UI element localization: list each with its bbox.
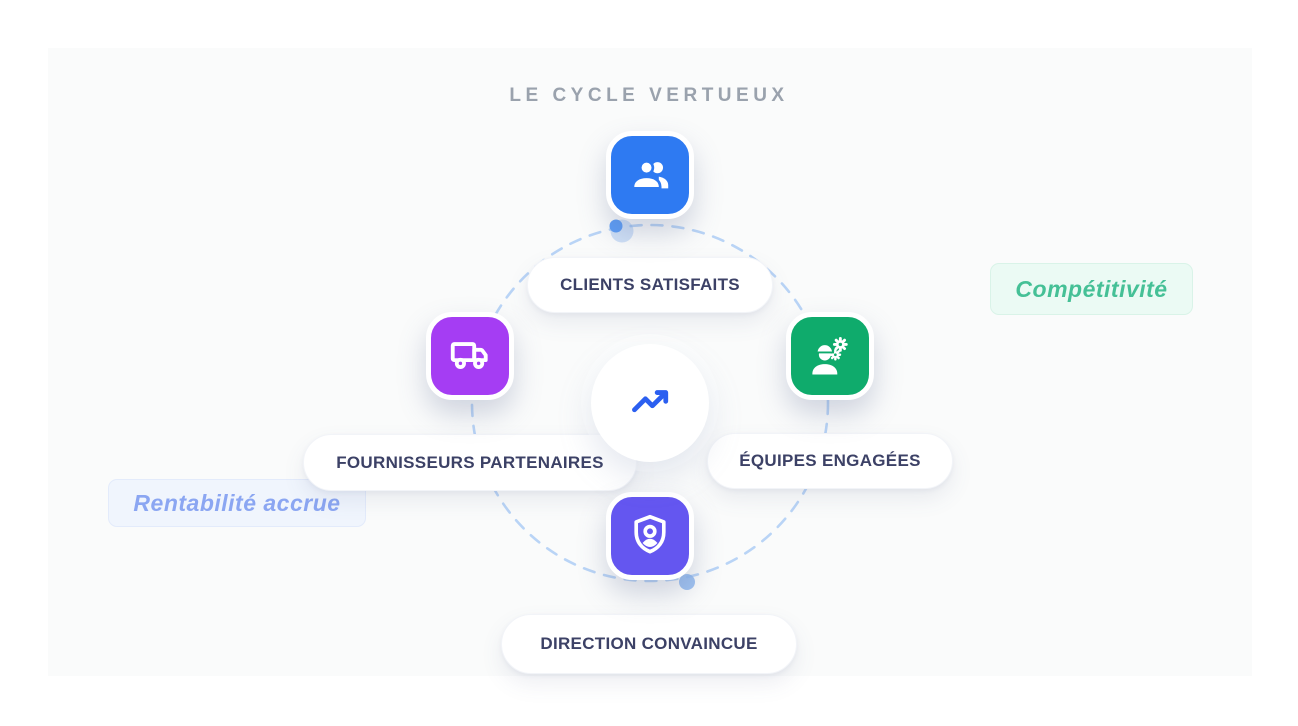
pill-direction-label: DIRECTION CONVAINCUE: [540, 634, 758, 653]
badge-competitivite-label: Compétitivité: [1015, 275, 1168, 302]
tile-equipes: [786, 312, 874, 400]
pill-equipes-label: ÉQUIPES ENGAGÉES: [739, 451, 921, 470]
pill-direction-convaincue: DIRECTION CONVAINCUE: [501, 614, 797, 674]
shield-user-icon: [627, 511, 673, 562]
diagram-title: LE CYCLE VERTUEUX: [509, 85, 789, 106]
tile-fournisseurs: [426, 312, 514, 400]
badge-rentabilite-label: Rentabilité accrue: [133, 489, 341, 516]
pill-fournisseurs-partenaires: FOURNISSEURS PARTENAIRES: [303, 434, 637, 491]
users-icon: [627, 150, 673, 201]
pill-clients-satisfaits: CLIENTS SATISFAITS: [527, 257, 773, 313]
pill-clients-label: CLIENTS SATISFAITS: [560, 275, 740, 294]
truck-icon: [447, 331, 493, 382]
badge-rentabilite: Rentabilité accrue: [108, 479, 366, 527]
pill-fournisseurs-label: FOURNISSEURS PARTENAIRES: [336, 452, 604, 472]
tile-direction: [606, 492, 694, 580]
pill-equipes-engagees: ÉQUIPES ENGAGÉES: [707, 433, 953, 489]
trending-up-icon: [628, 379, 672, 428]
tile-clients: [606, 131, 694, 219]
engineer-icon: [807, 331, 853, 382]
badge-competitivite: Compétitivité: [990, 263, 1193, 315]
center-circle: [591, 344, 709, 462]
